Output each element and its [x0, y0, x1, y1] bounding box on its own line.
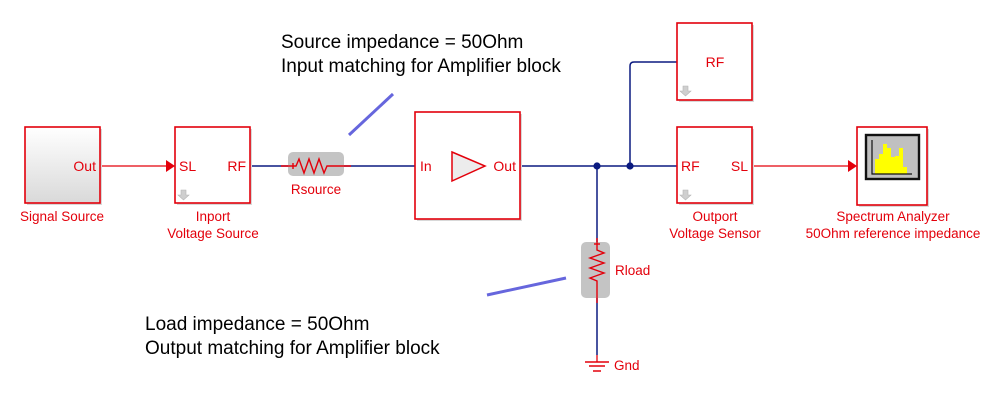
spectrum-analyzer-label-line2[interactable]: 50Ohm reference impedance: [806, 226, 981, 241]
port-out-label: Out: [493, 158, 516, 174]
port-rf-label: RF: [227, 158, 246, 174]
load-annotation-line1: Load impedance = 50Ohm: [145, 314, 369, 335]
signal-wire-source-to-inport[interactable]: [100, 160, 175, 172]
amplifier-triangle-icon: [451, 150, 487, 183]
port-rf-label: RF: [706, 54, 725, 70]
rf-terminal-block[interactable]: RF: [676, 22, 754, 102]
outport-label-line2[interactable]: Voltage Sensor: [669, 226, 761, 241]
down-arrow-icon: [679, 189, 692, 201]
signal-source-block[interactable]: Out: [24, 126, 102, 205]
ground-label[interactable]: Gnd: [614, 358, 640, 373]
port-rf-label: RF: [681, 158, 700, 174]
source-annotation-connector: [347, 92, 395, 137]
port-in-label: In: [420, 158, 432, 174]
resistor-icon: [587, 238, 607, 303]
resistor-icon: [281, 156, 351, 176]
port-sl-label: SL: [731, 158, 748, 174]
arrowhead-icon: [166, 160, 175, 172]
load-annotation-line2: Output matching for Amplifier block: [145, 338, 440, 359]
source-annotation-line2: Input matching for Amplifier block: [281, 56, 561, 77]
outport-voltage-sensor-block[interactable]: RF SL: [676, 126, 754, 205]
spectrum-analyzer-block[interactable]: [856, 126, 929, 207]
source-annotation-line1: Source impedance = 50Ohm: [281, 32, 523, 53]
load-annotation[interactable]: Load impedance = 50Ohm Output matching f…: [145, 314, 440, 359]
rsource-resistor-block[interactable]: [281, 152, 351, 176]
rsource-label[interactable]: Rsource: [291, 182, 341, 197]
signal-source-label[interactable]: Signal Source: [20, 209, 104, 224]
spectrum-scope-icon: [864, 133, 921, 181]
down-arrow-icon: [177, 189, 190, 201]
outport-label-line1[interactable]: Outport: [692, 209, 737, 224]
inport-voltage-source-block[interactable]: SL RF: [174, 126, 252, 205]
rload-label[interactable]: Rload: [615, 263, 650, 278]
amplifier-block[interactable]: In Out: [414, 111, 522, 221]
port-sl-label: SL: [179, 158, 196, 174]
wire-branch-to-rf-terminal[interactable]: [629, 61, 677, 166]
rload-resistor-block[interactable]: [581, 238, 610, 303]
junction-dot: [626, 162, 634, 170]
junction-dot: [593, 162, 601, 170]
signal-wire-outport-to-analyzer[interactable]: [752, 160, 857, 172]
spectrum-analyzer-label-line1[interactable]: Spectrum Analyzer: [836, 209, 950, 224]
port-out-label: Out: [73, 158, 96, 174]
down-arrow-icon: [679, 85, 692, 97]
inport-label-line2[interactable]: Voltage Source: [167, 226, 259, 241]
load-annotation-connector: [486, 276, 567, 297]
inport-label-line1[interactable]: Inport: [196, 209, 231, 224]
ground-block[interactable]: [585, 355, 609, 372]
arrowhead-icon: [848, 160, 857, 172]
source-annotation[interactable]: Source impedance = 50Ohm Input matching …: [281, 32, 561, 77]
